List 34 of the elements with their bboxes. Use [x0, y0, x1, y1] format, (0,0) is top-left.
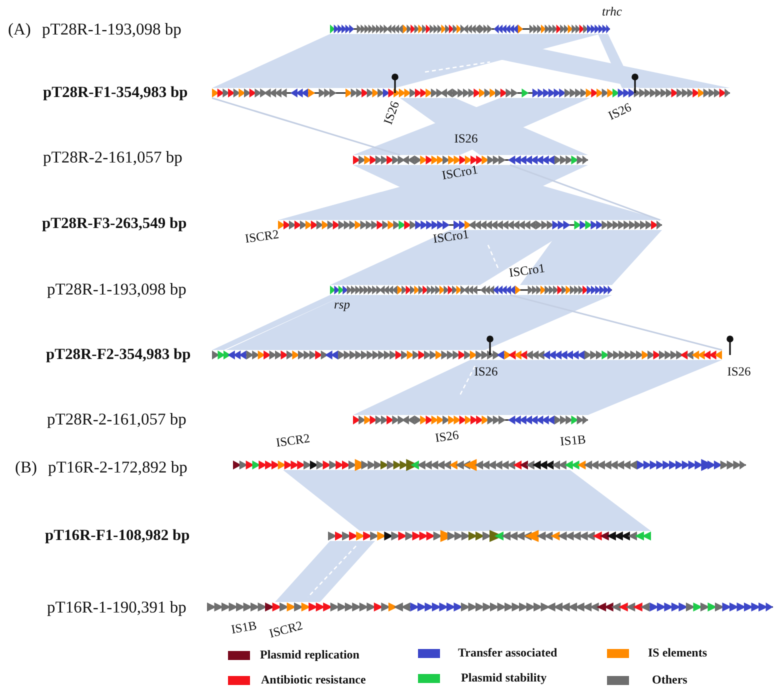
legend-label: Transfer associated [458, 646, 558, 660]
gene-label: IS26 [727, 365, 751, 379]
gene-label: IS26 [434, 428, 460, 446]
plasmid-name: pT28R-1-193,098 bp [47, 280, 186, 298]
legend-label: Plasmid replication [260, 648, 360, 662]
plasmid-name: pT28R-F1-354,983 bp [43, 84, 188, 102]
plasmid-name: pT28R-2-161,057 bp [43, 148, 182, 166]
gene-label: ISCro1 [508, 262, 546, 280]
gene-label: IS1B [230, 619, 258, 637]
legend-label: Plasmid stability [461, 672, 547, 684]
panel-label: (B) [15, 458, 37, 476]
plasmid-name: pT16R-F1-108,982 bp [45, 528, 190, 544]
gene-label: ISCro1 [432, 228, 470, 246]
plasmid-name: pT28R-F2-354,983 bp [46, 346, 191, 364]
gene-label: ISCro1 [441, 163, 479, 183]
gene-label: IS26 [474, 365, 498, 379]
plasmid-name: pT28R-1-193,098 bp [42, 20, 182, 38]
gene-label: rsp [334, 298, 350, 312]
legend-label: IS elements [648, 646, 707, 660]
gene-label: trhc [602, 5, 622, 19]
panel-label: (A) [8, 20, 31, 38]
gene-label: ISCR2 [268, 619, 304, 641]
legend-label: Antibiotic resistance [261, 674, 366, 686]
gene-label: IS26 [606, 101, 634, 123]
plasmid-name: pT16R-1-190,391 bp [47, 598, 186, 616]
legend-label: Others [652, 674, 688, 686]
gene-label: ISCR2 [244, 228, 280, 246]
gene-label: IS26 [454, 132, 478, 146]
plasmid-name: pT16R-2-172,892 bp [48, 458, 188, 476]
gene-label: IS1B [560, 433, 586, 449]
plasmid-name: pT28R-F3-263,549 bp [42, 216, 187, 232]
gene-label: IS26 [382, 100, 402, 126]
plasmid-name: pT28R-2-161,057 bp [47, 410, 186, 428]
gene-label: ISCR2 [275, 432, 311, 450]
